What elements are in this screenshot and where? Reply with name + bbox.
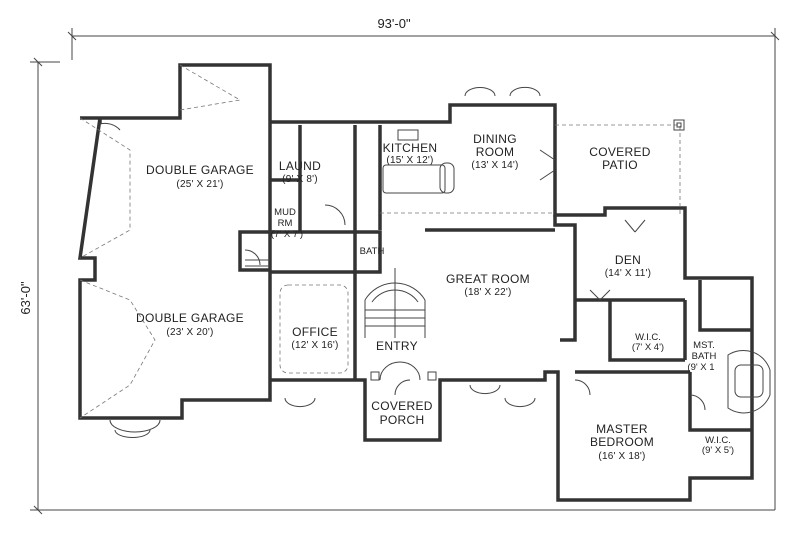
mud-room-size: (7' X 7'): [271, 229, 303, 240]
master-bath-tub: [727, 349, 771, 414]
wic2-size: (9' X 5'): [702, 445, 734, 456]
covered-patio-outline: [555, 119, 685, 215]
mud-room-name-line2: RM: [278, 218, 293, 229]
dining-size: (13' X 14'): [471, 160, 518, 171]
wic2-name: W.I.C.: [705, 435, 731, 446]
mst-bath-line1: MST.: [693, 340, 715, 351]
kitchen-name: KITCHEN: [383, 141, 438, 155]
covered-patio-line2: PATIO: [602, 158, 638, 172]
office-size: (12' X 16'): [291, 340, 338, 351]
garage1-size: (25' X 21'): [176, 179, 223, 190]
master-bedroom-line1: MASTER: [596, 422, 648, 436]
mst-bath-line2: BATH: [692, 351, 717, 362]
office-ceiling-outline: [279, 284, 349, 374]
dining-name-line2: ROOM: [476, 145, 515, 159]
mst-bath-size: (9' X 1: [687, 362, 714, 373]
overall-depth-label: 63'-0": [18, 281, 33, 315]
staircase: [245, 259, 426, 338]
kitchen-size: (15' X 12'): [386, 155, 433, 166]
dimension-lines: [30, 28, 780, 515]
dining-name-line1: DINING: [473, 132, 517, 146]
office-name: OFFICE: [292, 325, 338, 339]
master-bedroom-line2: BEDROOM: [590, 435, 654, 449]
covered-porch-line2: PORCH: [380, 413, 425, 427]
covered-porch-line1: COVERED: [371, 399, 432, 413]
master-bedroom-size: (16' X 18'): [598, 451, 645, 462]
porch-details: [114, 86, 541, 438]
garage2-name: DOUBLE GARAGE: [136, 311, 244, 325]
mud-room-name-line1: MUD: [274, 207, 296, 218]
garage2-size: (23' X 20'): [166, 327, 213, 338]
overall-width-label: 93'-0": [377, 16, 411, 31]
den-size: (14' X 11'): [605, 268, 651, 279]
covered-patio-line1: COVERED: [589, 145, 650, 159]
wic1-name: W.I.C.: [635, 332, 661, 343]
laundry-size: (9' X 8'): [282, 174, 318, 185]
wic1-size: (7' X 4'): [632, 342, 664, 353]
great-room-size: (18' X 22'): [464, 287, 511, 298]
garage1-name: DOUBLE GARAGE: [146, 163, 254, 177]
door-swings: [244, 149, 706, 411]
kitchen-fixtures: [380, 129, 555, 214]
entry-name: ENTRY: [376, 339, 418, 353]
laundry-name: LAUND: [279, 159, 321, 173]
garage-area: [77, 63, 272, 433]
great-room-name: GREAT ROOM: [446, 272, 530, 286]
den-name: DEN: [615, 253, 641, 267]
bath-name: BATH: [360, 246, 385, 257]
